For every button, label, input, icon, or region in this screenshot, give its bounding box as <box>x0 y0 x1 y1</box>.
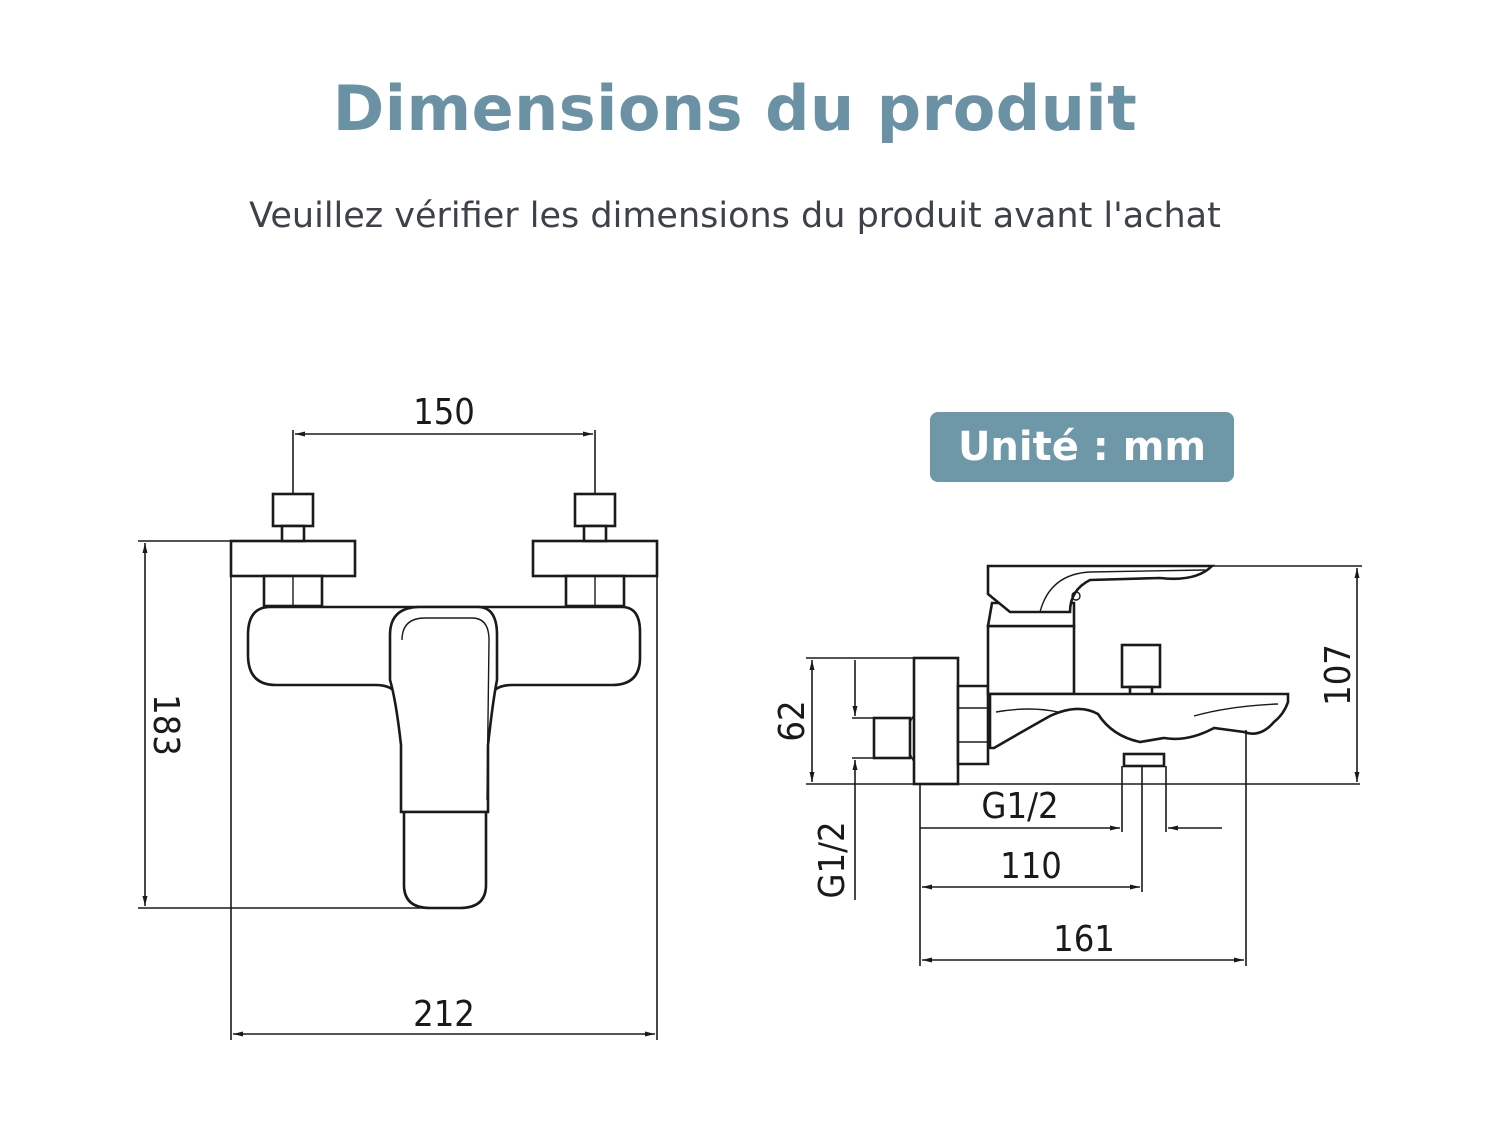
page-subtitle: Veuillez vérifier les dimensions du prod… <box>249 196 1221 236</box>
diverter-knob <box>1120 643 1162 689</box>
dim-150: 150 <box>413 392 475 433</box>
dim-g12-outlet: G1/2 <box>981 786 1058 827</box>
side-hex-nut <box>956 684 990 766</box>
spout <box>402 810 488 910</box>
page-title: Dimensions du produit <box>332 72 1138 145</box>
side-lever <box>986 564 1216 614</box>
dim-161: 161 <box>1053 919 1115 960</box>
right-inlet-stem <box>582 524 608 543</box>
front-view: 150 183 212 <box>138 392 659 1040</box>
inlet-fitting <box>872 716 912 760</box>
dim-107: 107 <box>1318 644 1359 706</box>
cartridge-body <box>986 624 1076 696</box>
outlet-nut <box>1122 752 1166 768</box>
dim-183: 183 <box>145 694 186 756</box>
unit-badge: Unité : mm <box>930 412 1234 482</box>
dim-g12-inlet: G1/2 <box>812 821 853 898</box>
right-inlet-nut <box>573 492 617 528</box>
right-flange <box>531 539 659 578</box>
left-inlet-nut <box>271 492 315 528</box>
handle-lever <box>388 605 499 814</box>
dim-62: 62 <box>772 700 813 741</box>
left-flange <box>229 539 357 578</box>
side-spout <box>988 692 1290 750</box>
dim-110: 110 <box>1000 846 1062 887</box>
left-inlet-stem <box>280 524 306 543</box>
side-flange <box>912 656 960 786</box>
dim-212: 212 <box>413 994 475 1035</box>
side-view: 62 G1/2 107 G1/2 110 161 <box>772 564 1362 966</box>
